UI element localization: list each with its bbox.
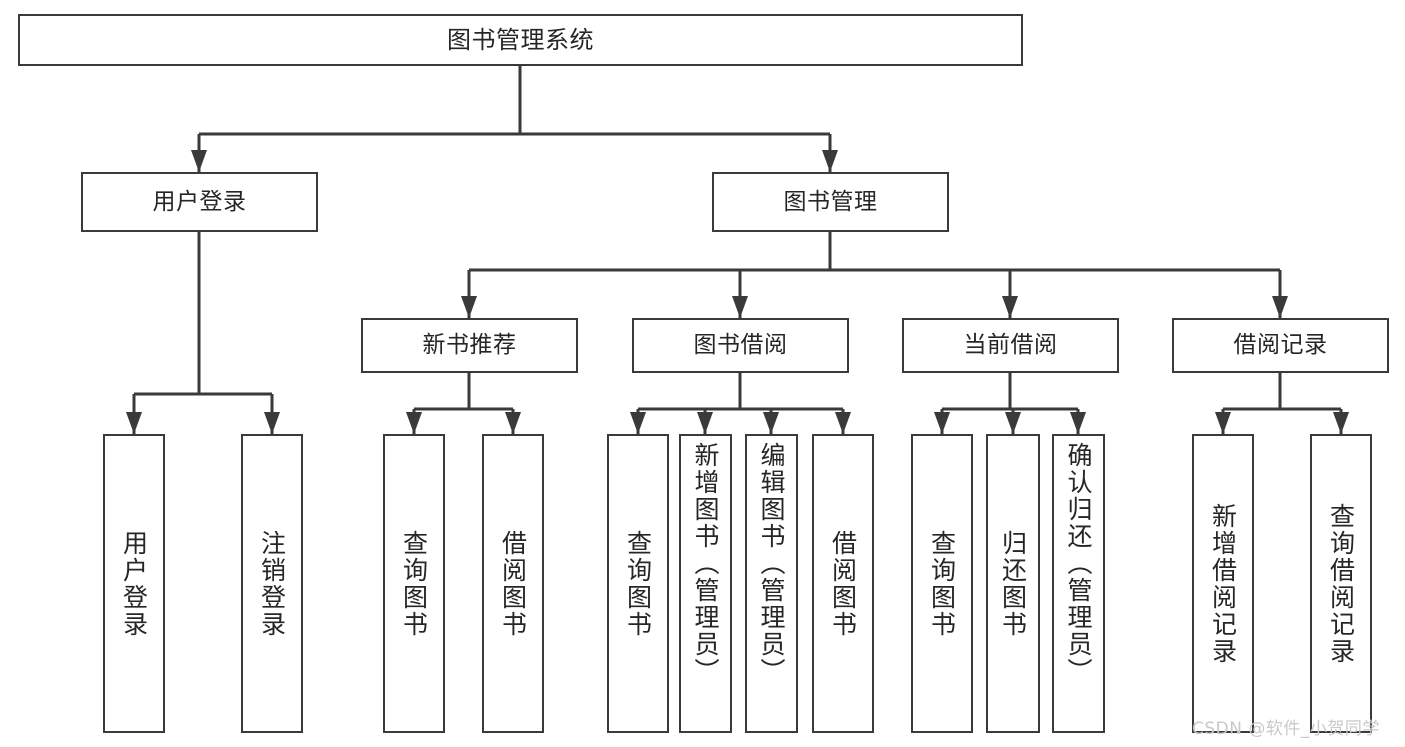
node-book-borrow[interactable]: 图书借阅 xyxy=(632,318,849,373)
node-book-manage[interactable]: 图书管理 xyxy=(712,172,949,232)
node-new-book-rec[interactable]: 新书推荐 xyxy=(361,318,578,373)
node-label: 借阅图书 xyxy=(498,529,528,638)
node-leaf-user-logout[interactable]: 注销登录 xyxy=(241,434,303,733)
arrowhead-icon xyxy=(1002,296,1018,318)
node-leaf-borrow-borrow-book[interactable]: 借阅图书 xyxy=(812,434,874,733)
arrowhead-icon xyxy=(1215,412,1231,434)
node-label: 图书管理系统 xyxy=(447,26,594,54)
node-leaf-rec-add-record[interactable]: 新增借阅记录 xyxy=(1192,434,1254,733)
arrowhead-icon xyxy=(934,412,950,434)
arrowhead-icon xyxy=(732,296,748,318)
node-label: 图书管理 xyxy=(783,188,878,215)
arrowhead-icon xyxy=(763,412,779,434)
csdn-watermark: CSDN @软件_小贺同学 xyxy=(1192,719,1380,739)
node-label: 图书借阅 xyxy=(693,332,788,358)
arrowhead-icon xyxy=(505,412,521,434)
arrowhead-icon xyxy=(630,412,646,434)
node-label: 查询借阅记录 xyxy=(1326,502,1356,665)
node-label: 新增借阅记录 xyxy=(1208,502,1238,665)
node-label: 查询图书 xyxy=(399,529,429,638)
arrowhead-icon xyxy=(191,150,207,172)
node-label: 新增图书（管理员） xyxy=(691,442,720,685)
arrowhead-icon xyxy=(1070,412,1086,434)
node-leaf-cur-confirm-return[interactable]: 确认归还（管理员） xyxy=(1052,434,1105,733)
arrowhead-icon xyxy=(461,296,477,318)
arrowhead-icon xyxy=(1272,296,1288,318)
node-root[interactable]: 图书管理系统 xyxy=(18,14,1023,66)
node-user-login[interactable]: 用户登录 xyxy=(81,172,318,232)
arrowhead-icon xyxy=(822,150,838,172)
node-label: 用户登录 xyxy=(152,188,247,215)
node-label: 注销登录 xyxy=(257,529,287,638)
node-label: 编辑图书（管理员） xyxy=(757,442,786,685)
node-label: 归还图书 xyxy=(998,529,1028,638)
node-leaf-rec-borrow-book[interactable]: 借阅图书 xyxy=(482,434,544,733)
node-label: 借阅图书 xyxy=(828,529,858,638)
node-label: 当前借阅 xyxy=(963,332,1058,358)
arrowhead-icon xyxy=(1333,412,1349,434)
arrowhead-icon xyxy=(1005,412,1021,434)
node-leaf-borrow-query-book[interactable]: 查询图书 xyxy=(607,434,669,733)
arrowhead-icon xyxy=(126,412,142,434)
arrowhead-icon xyxy=(406,412,422,434)
node-label: 查询图书 xyxy=(927,529,957,638)
node-label: 新书推荐 xyxy=(422,332,517,358)
arrowhead-icon xyxy=(835,412,851,434)
node-leaf-rec-query-record[interactable]: 查询借阅记录 xyxy=(1310,434,1372,733)
arrowhead-icon xyxy=(697,412,713,434)
node-leaf-cur-query-book[interactable]: 查询图书 xyxy=(911,434,973,733)
node-label: 用户登录 xyxy=(119,529,149,638)
node-label: 查询图书 xyxy=(623,529,653,638)
node-leaf-borrow-add-book[interactable]: 新增图书（管理员） xyxy=(679,434,732,733)
node-label: 借阅记录 xyxy=(1233,332,1328,358)
node-current-borrow[interactable]: 当前借阅 xyxy=(902,318,1119,373)
node-leaf-rec-query-book[interactable]: 查询图书 xyxy=(383,434,445,733)
node-label: 确认归还（管理员） xyxy=(1064,442,1093,685)
node-borrow-record[interactable]: 借阅记录 xyxy=(1172,318,1389,373)
node-leaf-cur-return-book[interactable]: 归还图书 xyxy=(986,434,1040,733)
arrowhead-icon xyxy=(264,412,280,434)
node-leaf-user-login[interactable]: 用户登录 xyxy=(103,434,165,733)
node-leaf-borrow-edit-book[interactable]: 编辑图书（管理员） xyxy=(745,434,798,733)
